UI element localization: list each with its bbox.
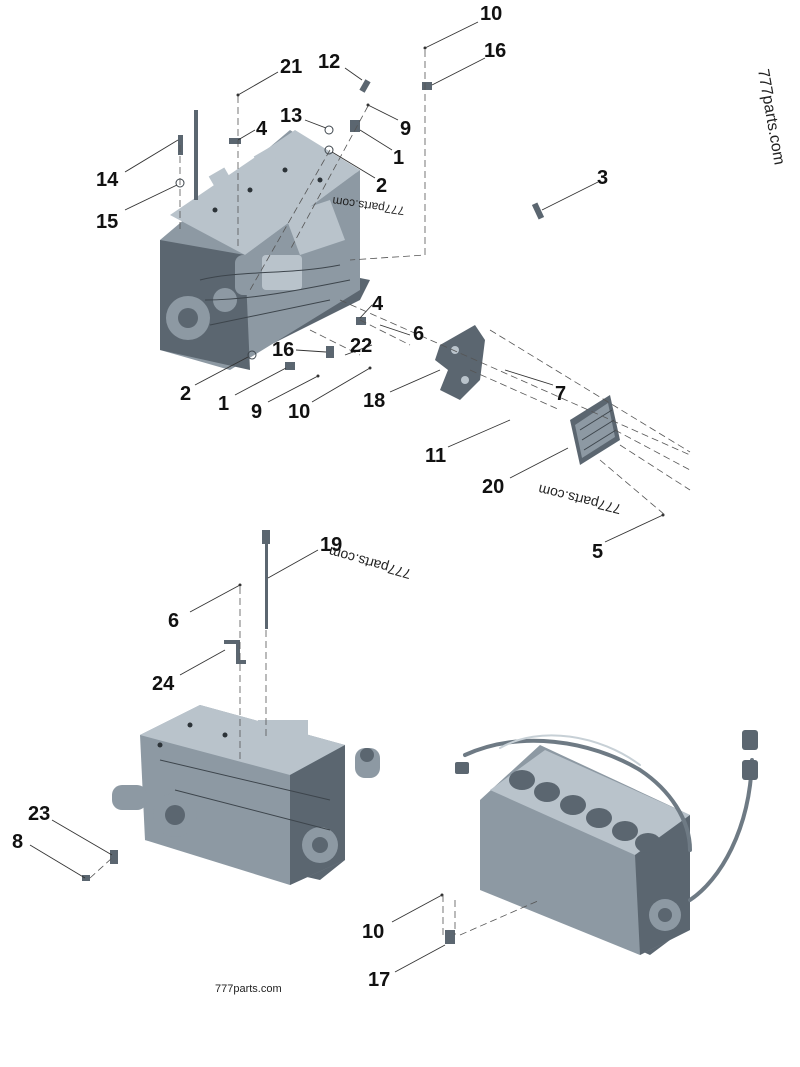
watermark-bottom: 777parts.com [215, 983, 282, 995]
probe-21 [194, 110, 198, 200]
callout-2: 2 [376, 175, 387, 197]
bolt-14 [178, 135, 183, 155]
callout-3: 3 [597, 167, 608, 189]
callout-22: 22 [350, 335, 372, 357]
callout-15: 15 [96, 211, 118, 233]
callout-19: 19 [320, 534, 342, 556]
sensor-16b [326, 346, 334, 358]
callout-8: 8 [12, 831, 23, 853]
callout-11: 11 [425, 445, 446, 467]
callout-7: 7 [555, 383, 566, 405]
callout-20: 20 [482, 476, 504, 498]
bracket-23 [110, 850, 118, 864]
callout-5: 5 [592, 541, 603, 563]
watermark-top-right: 777parts.com [754, 68, 788, 166]
callout-10: 10 [480, 3, 502, 25]
callout-24: 24 [152, 673, 175, 695]
engine-assembly-bottom-right [445, 730, 758, 955]
callout-9: 9 [400, 118, 411, 140]
callout-10: 10 [362, 921, 384, 943]
callout-16: 16 [272, 339, 294, 361]
callout-6: 6 [168, 610, 179, 632]
callout-9: 9 [251, 401, 262, 423]
clip-4b [356, 317, 366, 325]
sensor-19 [262, 530, 270, 544]
callout-4: 4 [256, 118, 268, 140]
engine-assembly-bottom-left [82, 530, 380, 885]
oil-cooler-20 [570, 395, 620, 465]
small-parts-top [175, 79, 545, 370]
callout-13: 13 [280, 105, 302, 127]
callout-21: 21 [280, 56, 302, 78]
callout-12: 12 [318, 51, 340, 73]
clip-4a [229, 138, 241, 144]
bolt-8 [82, 875, 90, 881]
callout-1: 1 [393, 147, 404, 169]
watermark-mid-middle: 777parts.com [327, 544, 413, 583]
clip-24 [224, 640, 246, 664]
callout-labels: 10 16 12 21 13 4 9 1 2 14 15 3 4 6 16 22… [12, 3, 608, 991]
callout-16: 16 [484, 40, 506, 62]
sensor-1a [350, 120, 360, 132]
sensor-17 [445, 930, 455, 944]
callout-6: 6 [413, 323, 424, 345]
oring-2b [247, 350, 257, 360]
oring-13 [324, 125, 334, 135]
watermark-mid-right: 777parts.com [537, 482, 623, 518]
callout-2: 2 [180, 383, 191, 405]
probe-19 [265, 544, 268, 629]
sensor-16a [422, 82, 432, 90]
callout-23: 23 [28, 803, 50, 825]
sensor-1b [285, 362, 295, 370]
callout-17: 17 [368, 969, 390, 991]
sensor-3 [531, 202, 545, 220]
callout-14: 14 [96, 169, 119, 191]
callout-10: 10 [288, 401, 310, 423]
sensor-12 [359, 79, 371, 93]
bracket-18 [435, 325, 485, 400]
callout-1: 1 [218, 393, 229, 415]
oring-2a [324, 145, 334, 155]
callout-4: 4 [372, 293, 384, 315]
engine-assembly-top [160, 130, 370, 370]
leader-lines [29, 21, 691, 973]
callout-18: 18 [363, 390, 385, 412]
